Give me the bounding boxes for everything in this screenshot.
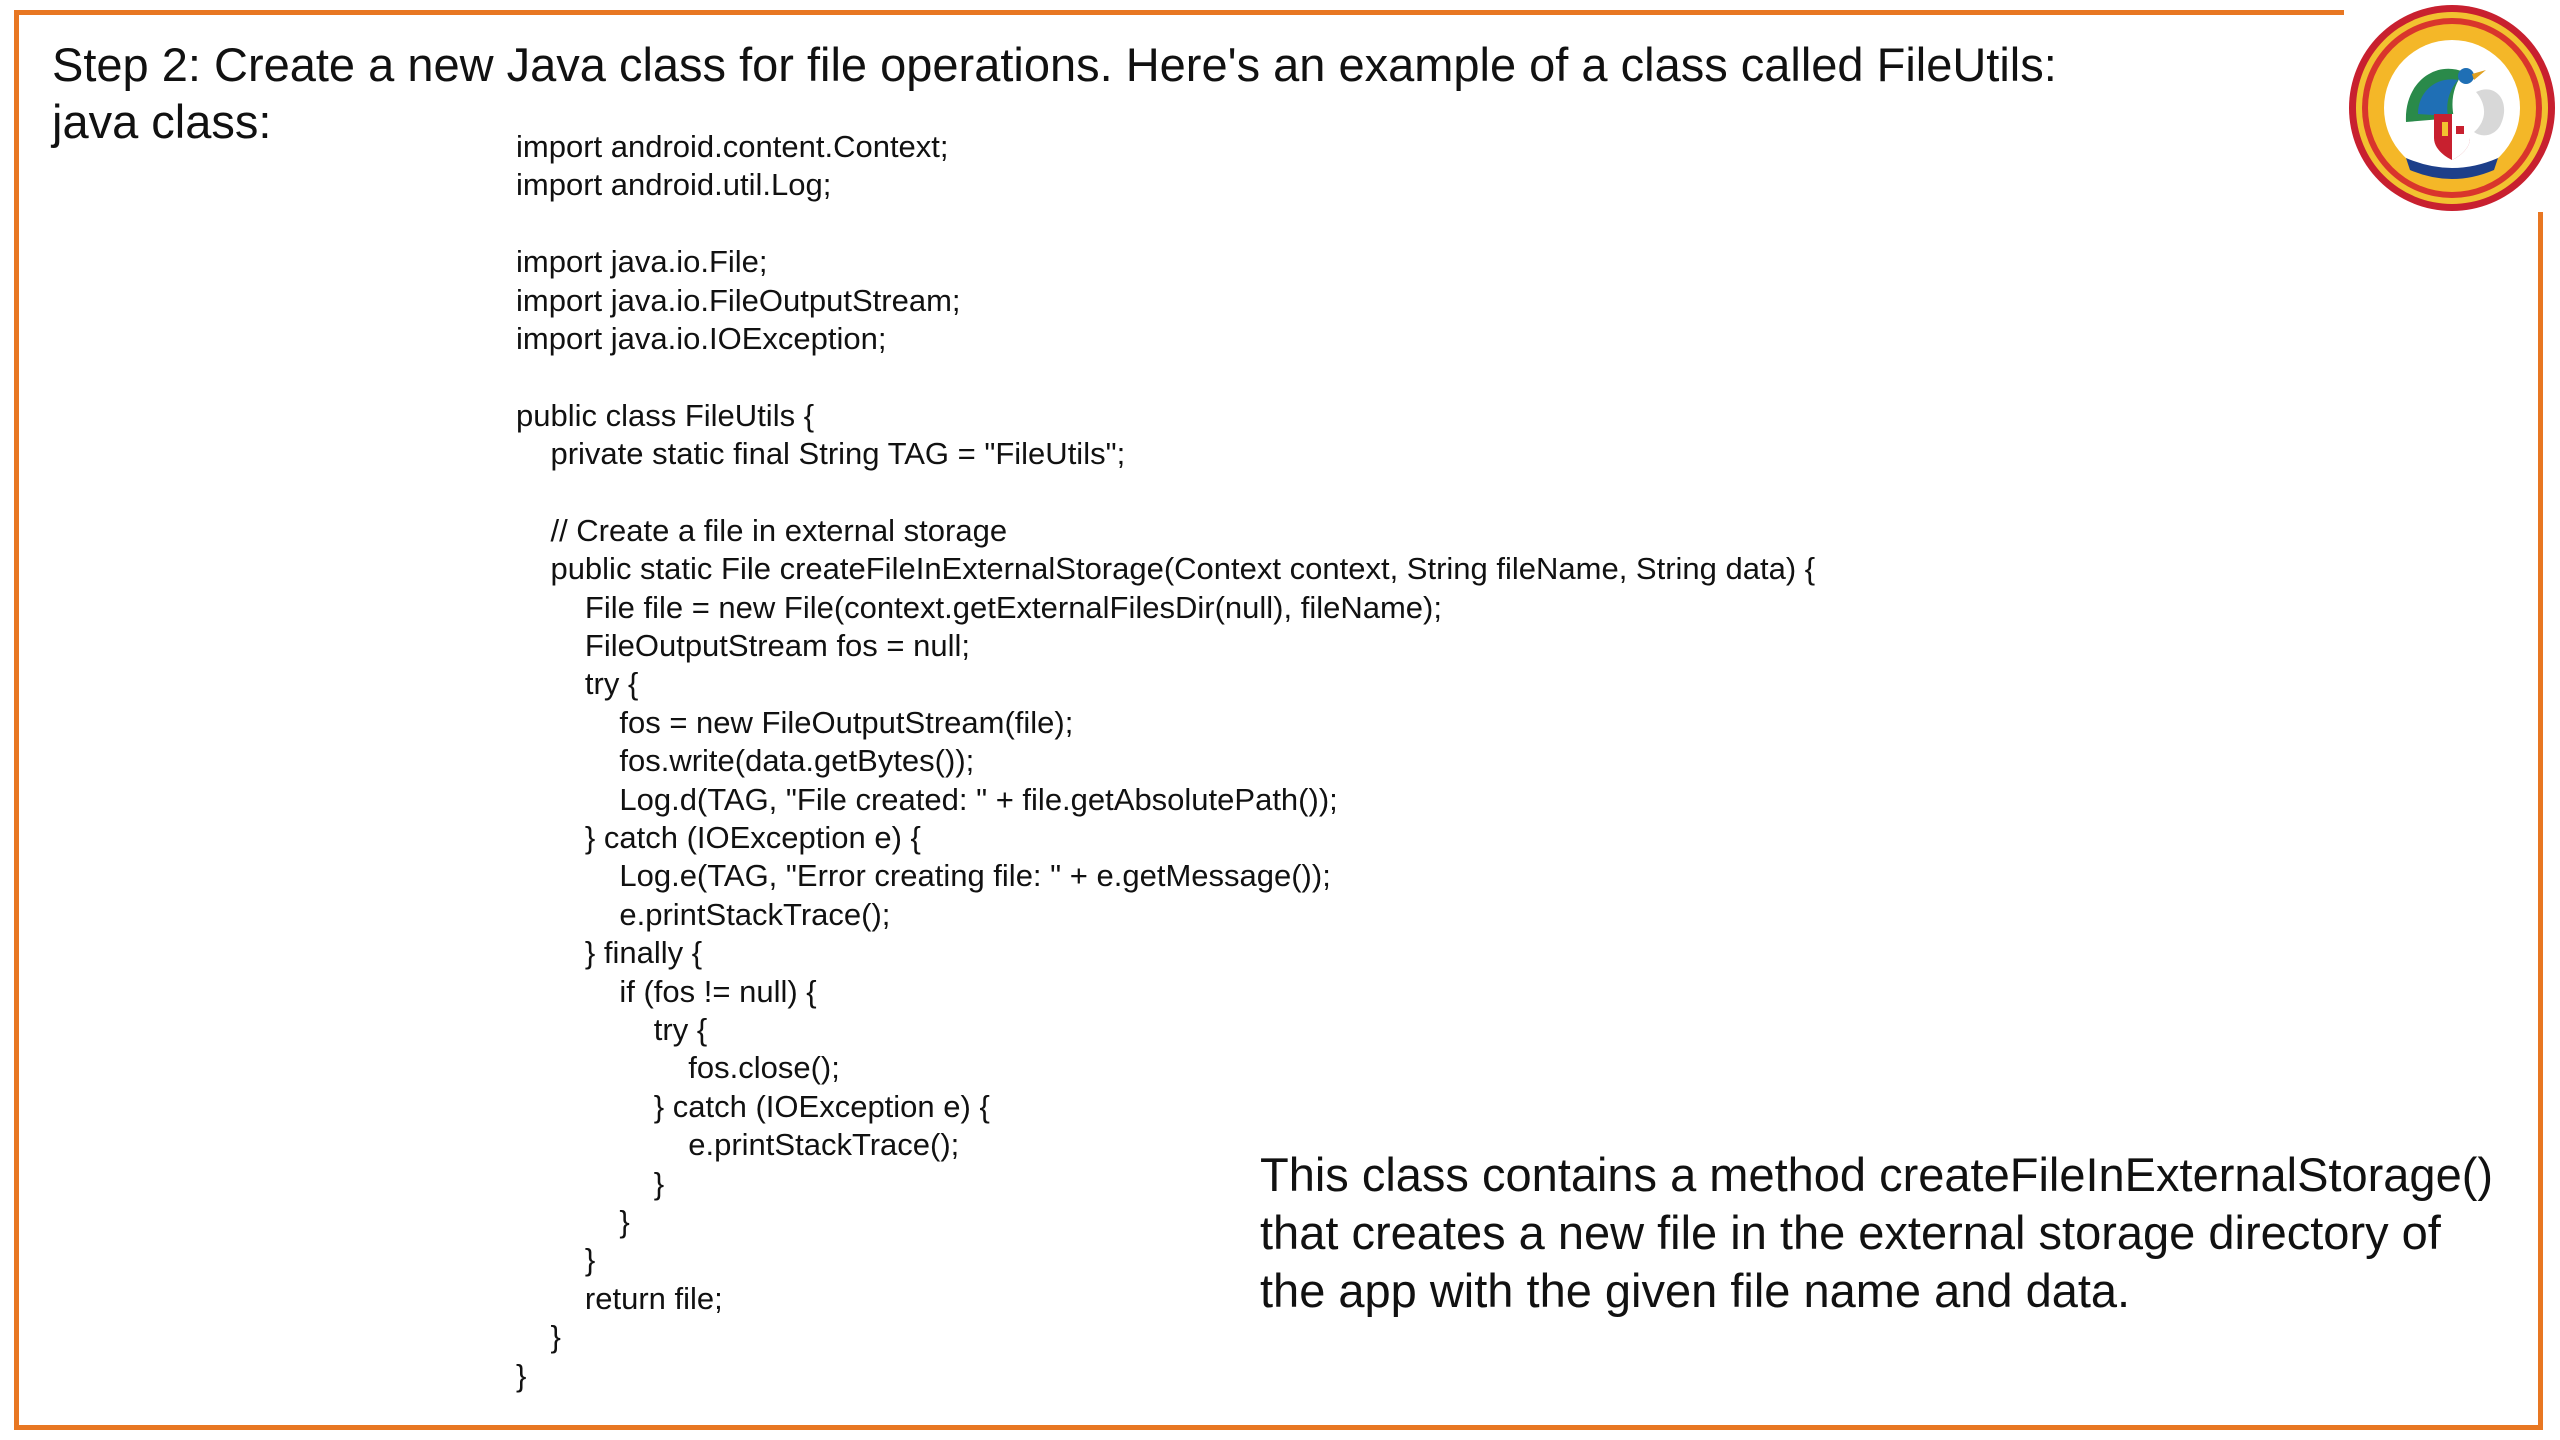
code-listing: import android.content.Context;import an… [516,128,1815,1395]
code-line: return file; [516,1280,723,1316]
code-line: fos.close(); [516,1050,840,1086]
code-line: if (fos != null) { [516,973,817,1009]
code-line: e.printStackTrace(); [516,1127,960,1163]
code-line: } [516,1242,596,1278]
code-line: fos = new FileOutputStream(file); [516,704,1074,740]
slide-frame-bottom [14,1425,2543,1430]
code-line: } catch (IOException e) { [516,1088,990,1124]
slide-heading-line-1: Step 2: Create a new Java class for file… [52,38,2057,91]
code-line: public static File createFileInExternalS… [516,551,1816,587]
university-seal-icon [2346,2,2558,214]
class-description: This class contains a method createFileI… [1260,1148,2494,1317]
code-line: public class FileUtils { [516,397,815,433]
code-line: import android.content.Context; [516,129,949,164]
code-line: // Create a file in external storage [516,512,1008,548]
code-line: import java.io.FileOutputStream; [516,282,961,318]
code-line: import java.io.File; [516,244,768,280]
code-line: import java.io.IOException; [516,320,887,356]
code-line: File file = new File(context.getExternal… [516,589,1442,625]
code-line: } [516,1203,630,1239]
slide-frame-right [2538,212,2543,1430]
code-line: try { [516,1011,708,1047]
code-line: import android.util.Log; [516,167,832,203]
code-line: Log.d(TAG, "File created: " + file.getAb… [516,781,1338,817]
code-line: Log.e(TAG, "Error creating file: " + e.g… [516,858,1331,894]
code-line [516,474,1815,512]
slide-heading-line-2: java class: [52,95,272,148]
code-line: try { [516,666,639,702]
code-line: } [516,1165,665,1201]
code-line: FileOutputStream fos = null; [516,628,970,664]
code-line: } [516,1357,527,1393]
code-line [516,205,1815,243]
code-line: } finally { [516,935,703,971]
slide-heading: Step 2: Create a new Java class for file… [52,36,2312,150]
code-line: } [516,1319,561,1355]
slide-frame-top [14,10,2344,15]
code-line: fos.write(data.getBytes()); [516,743,975,779]
code-line [516,358,1815,396]
slide-frame-left [14,10,19,1430]
code-line: e.printStackTrace(); [516,896,891,932]
code-line: private static final String TAG = "FileU… [516,436,1126,472]
code-line: } catch (IOException e) { [516,820,921,856]
